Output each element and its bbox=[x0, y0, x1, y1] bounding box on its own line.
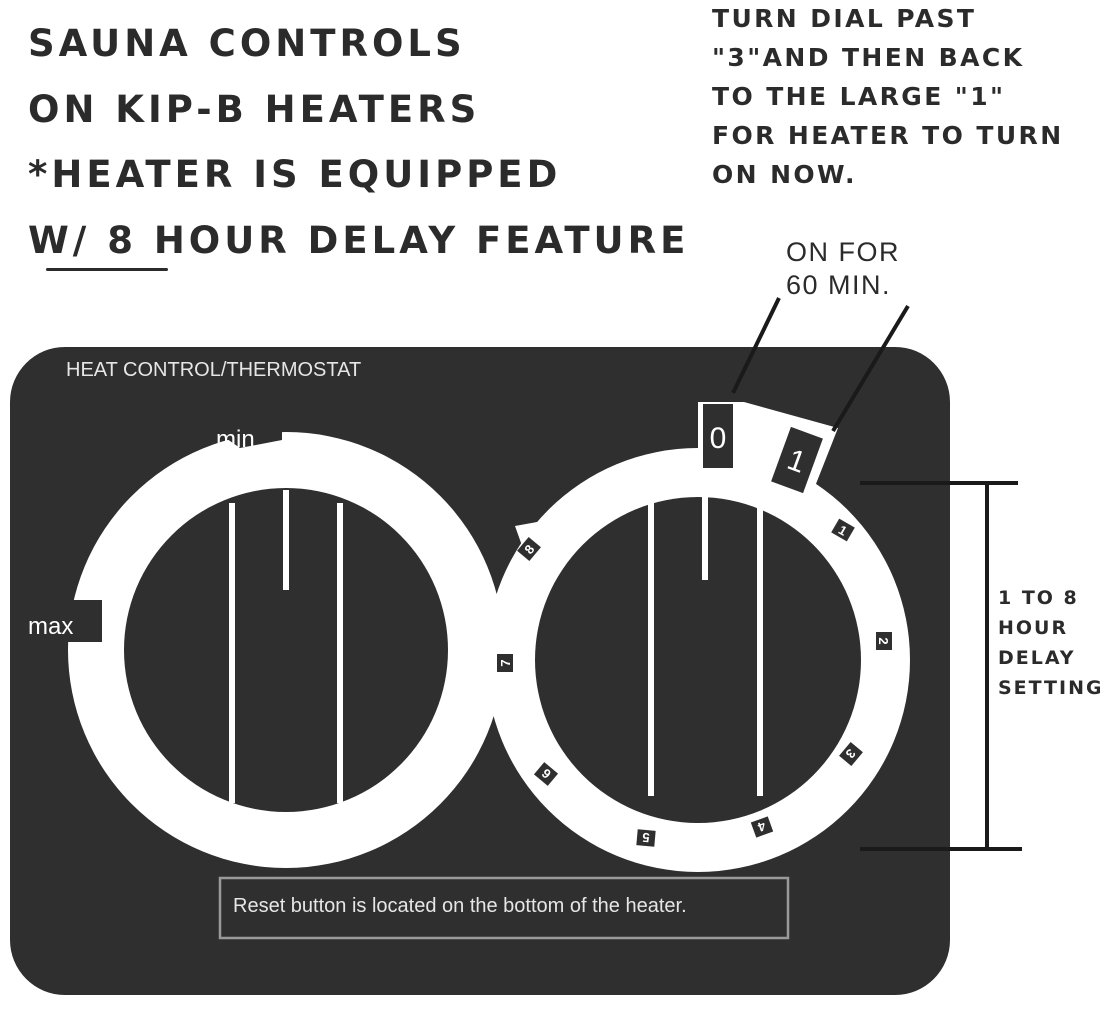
instruction-line-1: TURN DIAL PAST bbox=[712, 4, 977, 33]
instruction-line-4: FOR HEATER TO TURN bbox=[712, 121, 1064, 150]
timer-hour-label-text: 5 bbox=[642, 830, 651, 846]
timer-hour-label-box bbox=[839, 741, 863, 767]
timer-hour-label-6: 6 bbox=[533, 762, 559, 786]
timer-hour-label-2: 2 bbox=[876, 632, 892, 650]
delay-label-line-2: HOUR bbox=[998, 617, 1069, 639]
timer-dial-face[interactable] bbox=[535, 497, 861, 823]
timer-hour-label-box bbox=[517, 536, 541, 562]
timer-hour-label-box bbox=[533, 762, 559, 786]
timer-hour-label-box bbox=[876, 632, 892, 650]
thermostat-dial-face[interactable] bbox=[124, 488, 448, 812]
instruction-line-2: "3"AND THEN BACK bbox=[712, 43, 1025, 72]
timer-big-label-0-text: 0 bbox=[710, 422, 727, 455]
timer-hour-label-5: 5 bbox=[636, 829, 656, 847]
timer-hour-labels: 1 2 3 4 5 6 7 8 bbox=[497, 518, 892, 847]
title-line-1: SAUNA CONTROLS bbox=[28, 22, 466, 65]
max-label: max bbox=[28, 613, 73, 640]
title-line-2: ON KIP-B HEATERS bbox=[28, 88, 481, 131]
timer-hour-label-1: 1 bbox=[831, 518, 855, 542]
timer-hour-label-8: 8 bbox=[517, 536, 541, 562]
timer-dial[interactable] bbox=[486, 402, 910, 872]
panel-title: HEAT CONTROL/THERMOSTAT bbox=[66, 359, 361, 381]
max-step-notch bbox=[30, 600, 102, 642]
timer-hour-label-3: 3 bbox=[839, 741, 863, 767]
thermostat-dial[interactable] bbox=[30, 420, 504, 868]
on-for-label-line-2: 60 MIN. bbox=[786, 270, 892, 300]
timer-hour-label-box bbox=[636, 829, 656, 847]
reset-note-text: Reset button is located on the bottom of… bbox=[233, 895, 687, 917]
timer-hour-label-box bbox=[831, 518, 855, 542]
timer-hour-label-text: 7 bbox=[498, 659, 513, 666]
timer-big-label-0: 0 bbox=[703, 404, 733, 468]
title-underline bbox=[46, 268, 168, 271]
delay-label-line-4: SETTING bbox=[998, 677, 1100, 699]
instruction-line-5: ON NOW. bbox=[712, 160, 857, 189]
timer-hour-label-box bbox=[750, 816, 774, 838]
timer-hour-label-7: 7 bbox=[497, 654, 513, 672]
delay-label-line-3: DELAY bbox=[998, 647, 1076, 669]
title-line-3: *HEATER IS EQUIPPED bbox=[28, 153, 562, 196]
reset-note-box bbox=[218, 876, 790, 940]
leader-line-0 bbox=[731, 297, 781, 394]
min-label: min bbox=[216, 426, 255, 453]
timer-big-label-1: 1 bbox=[771, 426, 823, 494]
on-for-label-line-1: ON FOR bbox=[786, 237, 900, 267]
delay-label-line-1: 1 TO 8 bbox=[998, 587, 1079, 609]
min-step-notch bbox=[200, 420, 282, 448]
title-line-4: W/ 8 HOUR DELAY FEATURE bbox=[28, 219, 690, 262]
instruction-line-3: TO THE LARGE "1" bbox=[712, 82, 1006, 111]
timer-hour-label-box bbox=[497, 654, 513, 672]
timer-hour-label-text: 2 bbox=[876, 637, 891, 644]
leader-line-1 bbox=[831, 304, 910, 433]
timer-hour-label-4: 4 bbox=[750, 816, 774, 838]
